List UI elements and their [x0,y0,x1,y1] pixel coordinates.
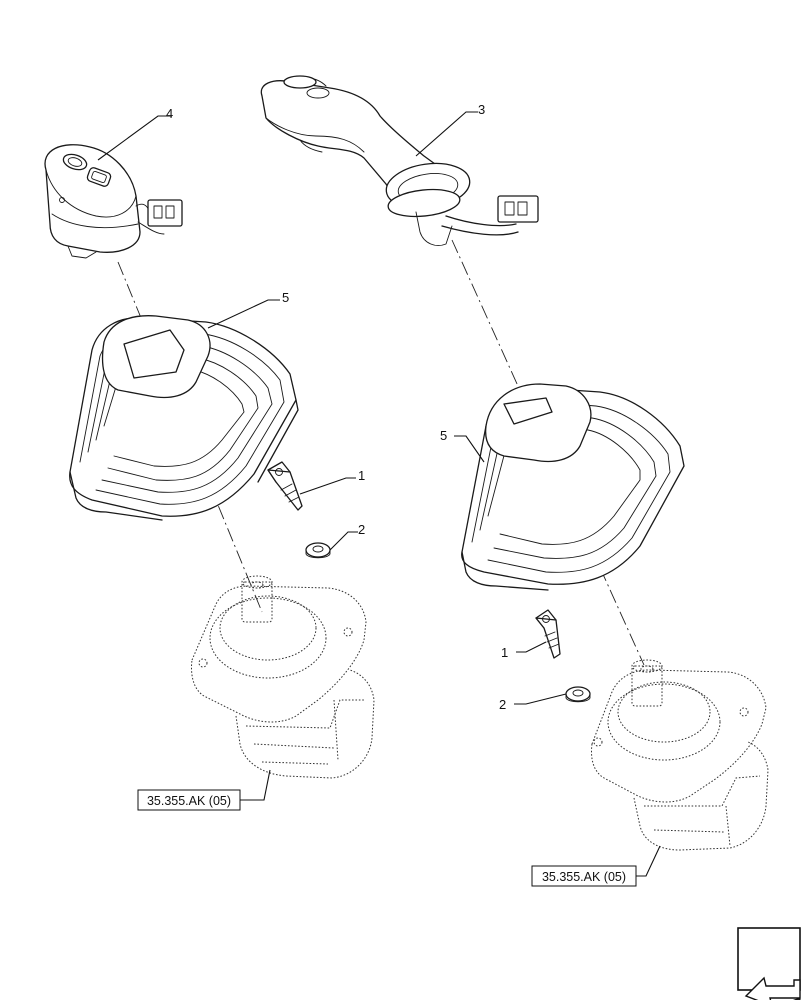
valve-body-right [591,659,769,851]
callout-joystick-handle: 3 [478,102,485,117]
leader-lines [97,111,661,877]
reference-box-right[interactable]: 35.355.AK (05) [531,865,637,887]
callout-washer-right: 2 [499,697,506,712]
boot-left-part [69,315,299,521]
handle-switch-part [44,144,183,259]
callout-bolt-left: 1 [358,468,365,483]
assembly-axis-lines [117,239,645,666]
callout-bolt-right: 1 [501,645,508,660]
reference-box-left[interactable]: 35.355.AK (05) [137,789,241,811]
valve-body-left [191,575,375,779]
joystick-handle-part [260,75,539,246]
bolt-left-part [267,461,303,511]
reference-left-text[interactable]: 35.355.AK (05) [147,794,231,808]
callout-boot-right: 5 [440,428,447,443]
reference-right-text[interactable]: 35.355.AK (05) [542,870,626,884]
callout-boot-left: 5 [282,290,289,305]
callout-washer-left: 2 [358,522,365,537]
bolt-right-part [535,609,561,659]
washer-right-part [565,686,591,703]
arrow-icon[interactable] [737,927,801,1000]
callout-labels: 4 3 5 5 1 2 1 2 [166,102,508,712]
callout-handle-switch: 4 [166,106,173,121]
washer-left-part [305,542,331,559]
boot-right-part [461,383,685,591]
